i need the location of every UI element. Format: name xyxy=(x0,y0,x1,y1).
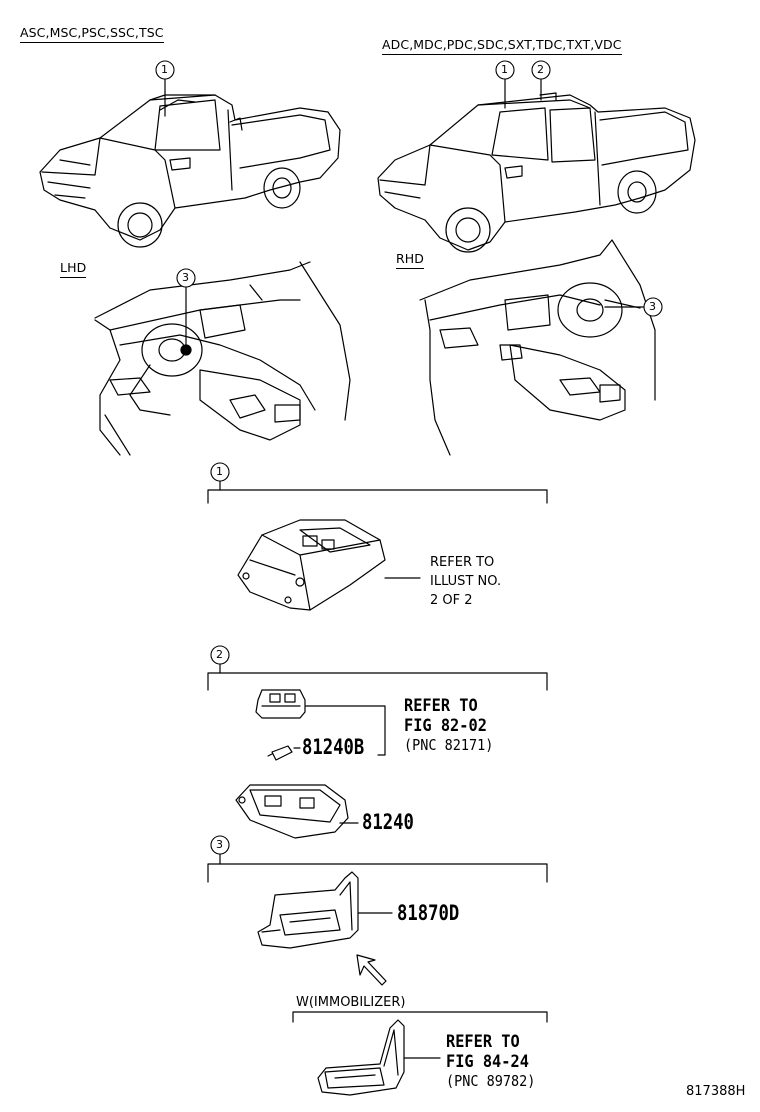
callout-2-right: 2 xyxy=(537,63,544,76)
section1-circle xyxy=(210,462,230,482)
section1-number: 1 xyxy=(216,465,223,478)
lhd-dashboard-illustration xyxy=(94,261,351,456)
section3-refer-line2: FIG 84-24 xyxy=(446,1052,529,1072)
map-lamp-assembly-illustration xyxy=(237,519,386,611)
callout-3-lhd-circle xyxy=(176,268,196,288)
section2-number: 2 xyxy=(216,648,223,661)
section2-socket-leader xyxy=(305,705,386,756)
illustration-id: 817388H xyxy=(686,1084,746,1099)
callout-1-left: 1 xyxy=(161,63,168,76)
section1-refer-line2: ILLUST NO. xyxy=(430,574,502,589)
part-number-81240b: 81240B xyxy=(302,735,365,759)
section3-bracket xyxy=(207,863,548,883)
bulb-illustration xyxy=(267,745,293,761)
section2-circle xyxy=(210,645,230,665)
callout-1-right: 1 xyxy=(501,63,508,76)
lhd-label: LHD xyxy=(60,261,87,278)
left-model-codes: ASC,MSC,PSC,SSC,TSC xyxy=(20,26,164,43)
callout-3-rhd: 3 xyxy=(649,300,656,313)
right-model-codes: ADC,MDC,PDC,SDC,SXT,TDC,TXT,VDC xyxy=(382,38,622,55)
insert-direction-arrow xyxy=(356,954,387,986)
section1-refer-line1: REFER TO xyxy=(430,555,495,570)
section3-circle xyxy=(210,835,230,855)
callout-1-right-circle xyxy=(495,60,515,80)
section2-refer-line2: FIG 82-02 xyxy=(404,716,487,736)
double-cab-truck-illustration xyxy=(377,92,696,253)
section2-refer-line3: (PNC 82171) xyxy=(404,736,494,754)
rhd-dashboard-illustration xyxy=(419,239,656,456)
single-cab-truck-illustration xyxy=(39,94,341,248)
section3-refer-line1: REFER TO xyxy=(446,1032,520,1052)
room-lamp-illustration xyxy=(235,784,349,839)
immobilizer-label: W(IMMOBILIZER) xyxy=(296,995,406,1010)
callout-2-right-circle xyxy=(531,60,551,80)
section3-number: 3 xyxy=(216,838,223,851)
part-number-81870d: 81870D xyxy=(397,901,460,925)
section1-bracket xyxy=(207,489,548,504)
callout-1-left-circle xyxy=(155,60,175,80)
section2-bracket xyxy=(207,672,548,691)
part-number-81240: 81240 xyxy=(362,810,414,834)
callout-3-rhd-circle xyxy=(643,297,663,317)
callout-3-lhd: 3 xyxy=(182,271,189,284)
lamp-socket-illustration xyxy=(255,689,306,719)
immobilizer-bracket xyxy=(292,1011,548,1023)
section2-refer-line1: REFER TO xyxy=(404,696,478,716)
immobilizer-switch-illustration xyxy=(317,1019,405,1096)
rhd-label: RHD xyxy=(396,252,425,269)
unlock-warning-switch-illustration xyxy=(257,871,359,949)
switch-location-lhd xyxy=(180,344,192,356)
section1-refer-line3: 2 OF 2 xyxy=(430,593,473,608)
section3-refer-line3: (PNC 89782) xyxy=(446,1072,536,1090)
